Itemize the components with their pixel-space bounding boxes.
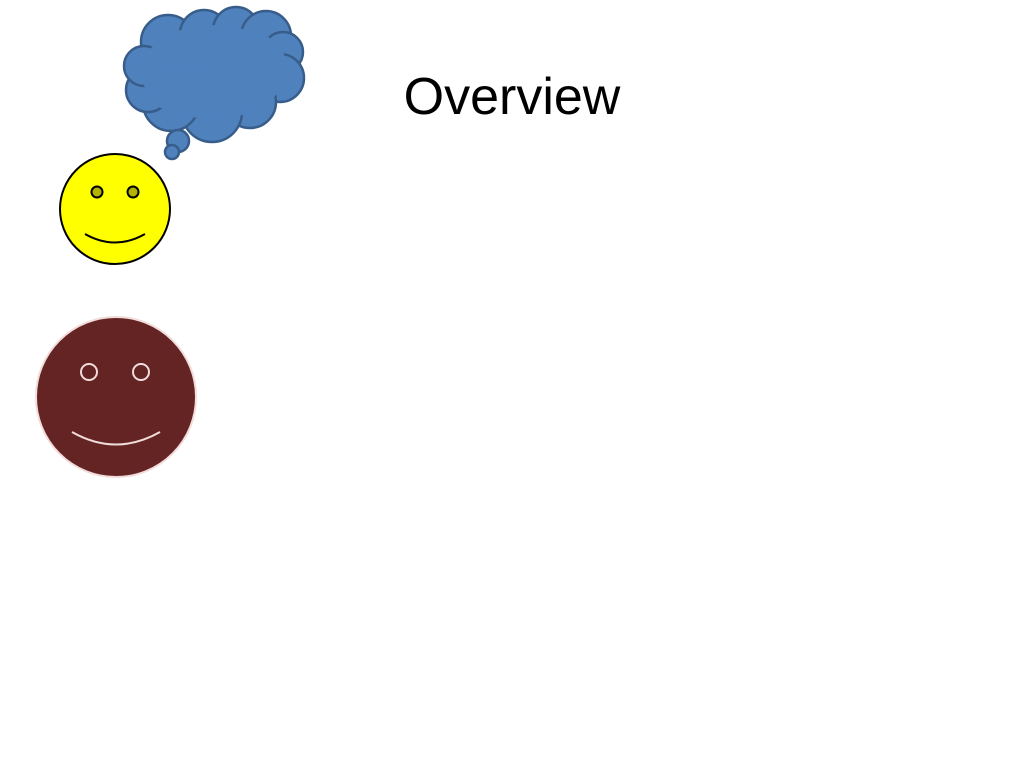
slide-title: Overview (403, 68, 621, 126)
maroon-smiley-face-icon (35, 316, 197, 478)
thought-bubble-icon (122, 5, 306, 161)
yellow-smiley-face-icon (59, 153, 171, 265)
